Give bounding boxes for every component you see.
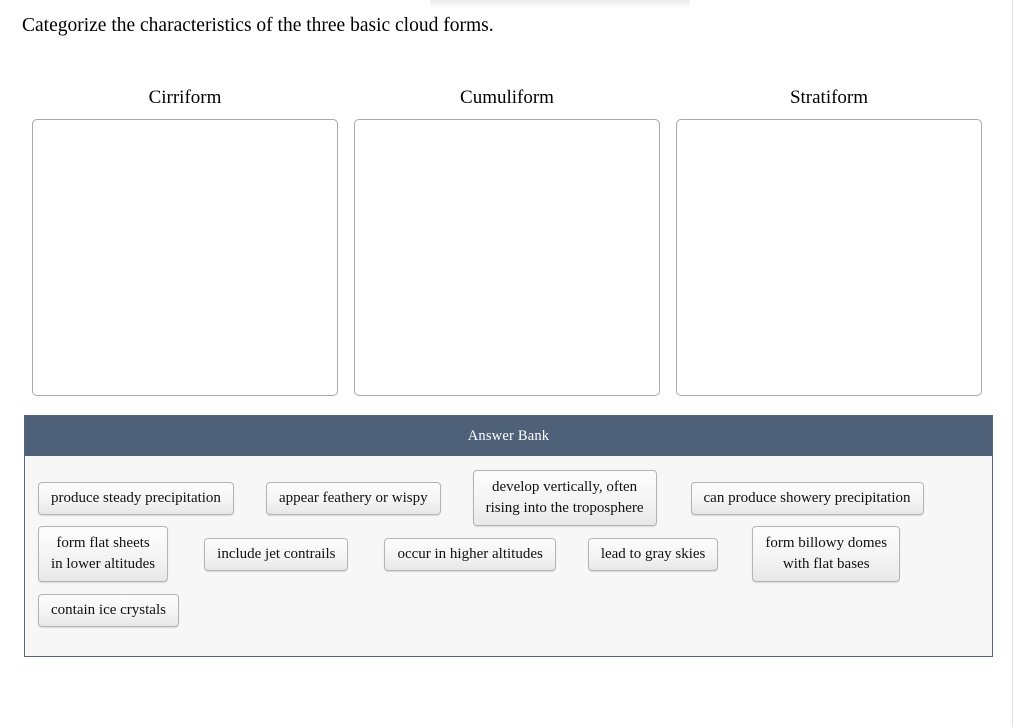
answer-tile[interactable]: include jet contrails [204,537,349,571]
answer-bank: Answer Bank produce steady precipitation… [24,415,993,657]
drop-zone-stratiform[interactable] [676,119,982,396]
answer-tile[interactable]: can produce showery precipitation [690,481,924,515]
answer-tile[interactable]: develop vertically, often rising into th… [472,470,657,526]
category-label-stratiform: Stratiform [789,87,869,108]
answer-tile[interactable]: form flat sheets in lower altitudes [38,526,169,582]
answer-bank-body: produce steady precipitation appear feat… [25,456,992,656]
answer-bank-row: produce steady precipitation appear feat… [25,470,992,526]
category-label-cirriform: Cirriform [148,87,222,108]
answer-bank-row: form flat sheets in lower altitudes incl… [25,526,992,582]
answer-bank-header: Answer Bank [25,416,992,456]
category-cirriform: Cirriform [32,86,338,396]
answer-tile[interactable]: form billowy domes with flat bases [752,526,901,582]
window-divider [1012,0,1013,727]
category-label-cumuliform: Cumuliform [460,87,554,108]
answer-bank-title: Answer Bank [467,427,550,444]
right-gutter [1013,0,1024,727]
answer-bank-row: contain ice crystals [25,582,992,638]
category-cumuliform: Cumuliform [354,86,660,396]
category-drop-zones: Cirriform Cumuliform Stratiform [32,86,982,396]
answer-tile[interactable]: produce steady precipitation [38,481,234,515]
drop-zone-cumuliform[interactable] [354,119,660,396]
answer-tile[interactable]: contain ice crystals [38,593,179,627]
answer-tile[interactable]: lead to gray skies [587,537,719,571]
drop-zone-cirriform[interactable] [32,119,338,396]
answer-tile[interactable]: occur in higher altitudes [384,537,556,571]
category-stratiform: Stratiform [676,86,982,396]
question-prompt: Categorize the characteristics of the th… [22,15,494,36]
answer-tile[interactable]: appear feathery or wispy [265,481,441,515]
